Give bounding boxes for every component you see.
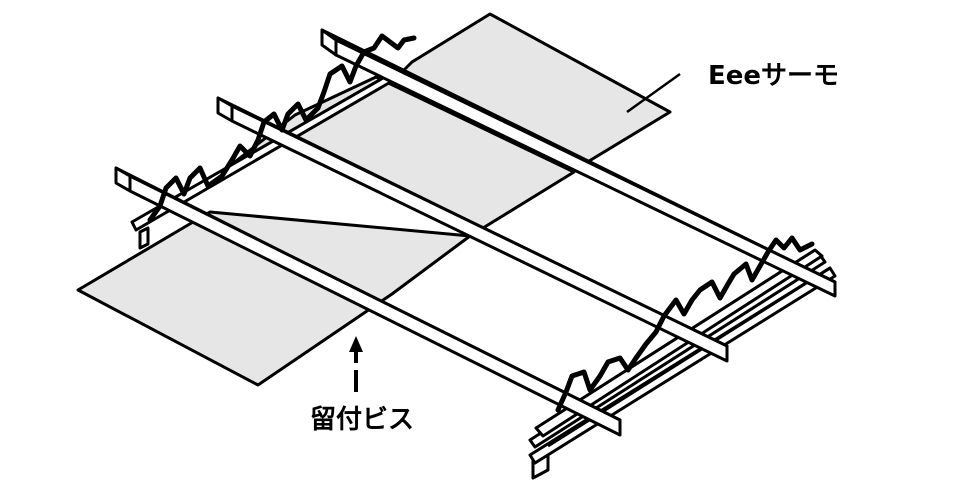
rail-front xyxy=(114,166,622,437)
insulation-board-label: Eeeサーモ xyxy=(708,61,839,91)
zigzag-spacer-right xyxy=(555,235,815,413)
zigzag-spacer-left xyxy=(147,33,417,223)
insulation-label-leader xyxy=(626,72,681,114)
fixing-screw-label: 留付ビス xyxy=(310,405,414,435)
rail-middle xyxy=(216,96,729,363)
insulation-board-near xyxy=(76,210,472,387)
rail-back xyxy=(320,28,837,298)
fixing-screw-arrow xyxy=(349,336,363,392)
